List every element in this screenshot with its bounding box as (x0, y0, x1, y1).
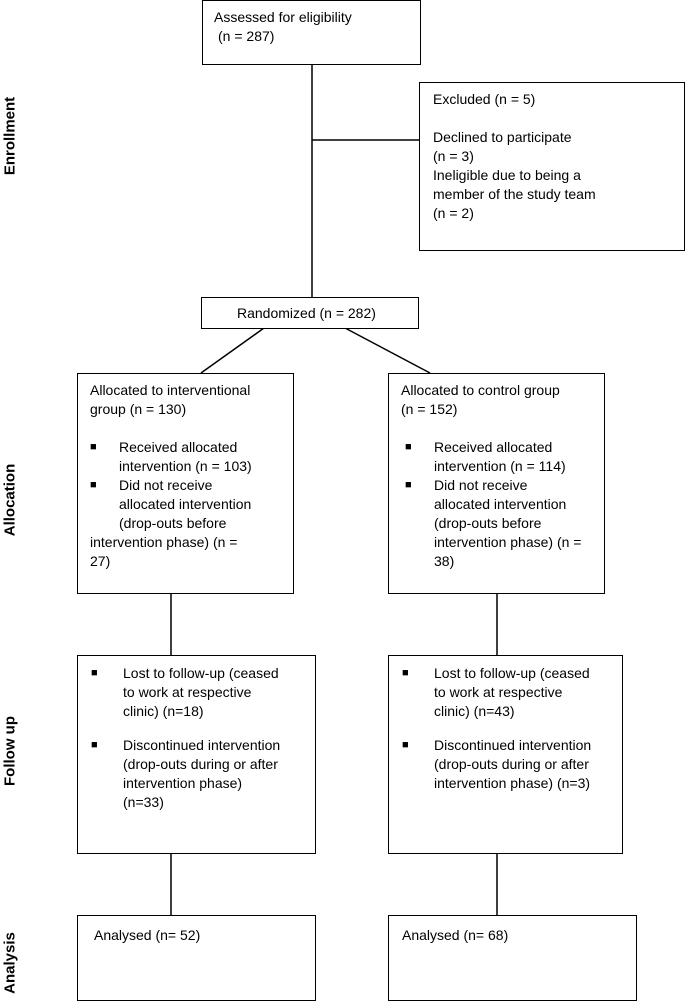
intervention-followup-list: ■ Lost to follow-up (ceased to work at r… (91, 664, 315, 812)
control-not-received-line3: (drop-outs before (434, 515, 542, 531)
control-discontinued-item: ■ Discontinued intervention (drop-outs d… (402, 736, 622, 793)
intervention-lost-item: ■ Lost to follow-up (ceased to work at r… (91, 664, 315, 721)
intervention-allocation-title-line2: group (n = 130) (90, 401, 187, 417)
excluded-ineligible-count: (n = 2) (433, 205, 474, 221)
intervention-allocation-list: ■ Received allocated intervention (n = 1… (90, 438, 293, 571)
control-not-received-line1: Did not receive (434, 477, 528, 493)
intervention-discontinued-line1: Discontinued intervention (123, 737, 281, 753)
intervention-allocation-title-line1: Allocated to interventional (90, 382, 251, 398)
control-not-received-line4: intervention phase) (n = (434, 534, 582, 550)
bullet-icon: ■ (91, 667, 98, 679)
control-allocation-title-line2: (n = 152) (401, 401, 458, 417)
intervention-followup-box: ■ Lost to follow-up (ceased to work at r… (77, 655, 316, 854)
intervention-lost-line2: to work at respective (123, 684, 252, 700)
control-lost-line3: clinic) (n=43) (434, 703, 515, 719)
control-discontinued-line3: intervention phase) (n=3) (434, 775, 591, 791)
intervention-not-received-line1: Did not receive (119, 477, 213, 493)
phase-label-follow-up: Follow up (1, 716, 19, 786)
intervention-discontinued-line3: intervention phase) (123, 775, 243, 791)
control-followup-box: ■ Lost to follow-up (ceased to work at r… (388, 655, 623, 854)
assessed-box: Assessed for eligibility (n = 287) (202, 0, 421, 65)
control-received-line1: Received allocated (434, 439, 553, 455)
connector-randomized-intervention (200, 327, 265, 374)
excluded-ineligible-line2: member of the study team (433, 186, 596, 202)
bullet-icon: ■ (90, 479, 97, 491)
excluded-box: Excluded (n = 5) Declined to participate… (419, 82, 685, 251)
control-lost-item: ■ Lost to follow-up (ceased to work at r… (402, 664, 622, 721)
control-allocation-list: ■ Received allocated intervention (n = 1… (401, 438, 604, 571)
bullet-icon: ■ (405, 479, 412, 491)
control-received-item: ■ Received allocated intervention (n = 1… (405, 438, 604, 476)
excluded-title: Excluded (n = 5) (433, 91, 536, 107)
bullet-icon: ■ (405, 441, 412, 453)
control-not-received-line5: 38) (434, 553, 455, 569)
control-lost-line2: to work at respective (434, 684, 563, 700)
control-discontinued-line2: (drop-outs during or after (434, 756, 589, 772)
bullet-icon: ■ (402, 667, 409, 679)
bullet-icon: ■ (402, 739, 409, 751)
connector-randomized-control (344, 327, 431, 374)
intervention-allocation-box: Allocated to interventional group (n = 1… (77, 373, 294, 594)
phase-label-allocation: Allocation (1, 463, 19, 537)
intervention-not-received-line4: intervention phase) (n = (90, 534, 238, 550)
control-analysis-box: Analysed (n= 68) (388, 915, 637, 1001)
phase-label-enrollment: Enrollment (1, 96, 19, 176)
intervention-discontinued-line4: (n=33) (123, 794, 164, 810)
intervention-not-received-item: ■ Did not receive allocated intervention… (90, 476, 293, 571)
excluded-declined-count: (n = 3) (433, 148, 474, 164)
assessed-count: (n = 287) (218, 28, 275, 44)
control-received-line2: intervention (n = 114) (434, 458, 566, 474)
control-lost-line1: Lost to follow-up (ceased (434, 665, 590, 681)
assessed-line1: Assessed for eligibility (214, 9, 352, 25)
excluded-declined: Declined to participate (433, 129, 572, 145)
control-not-received-item: ■ Did not receive allocated intervention… (405, 476, 604, 571)
intervention-analysis-box: Analysed (n= 52) (77, 915, 316, 1001)
control-discontinued-line1: Discontinued intervention (434, 737, 592, 753)
randomized-box: Randomized (n = 282) (201, 297, 419, 329)
control-allocation-box: Allocated to control group (n = 152) ■ R… (388, 373, 605, 594)
intervention-received-item: ■ Received allocated intervention (n = 1… (90, 438, 293, 476)
intervention-discontinued-item: ■ Discontinued intervention (drop-outs d… (91, 736, 315, 812)
bullet-icon: ■ (90, 441, 97, 453)
intervention-discontinued-line2: (drop-outs during or after (123, 756, 278, 772)
intervention-analysed-label: Analysed (n= 52) (94, 927, 201, 943)
bullet-icon: ■ (91, 739, 98, 751)
intervention-not-received-line5: 27) (90, 553, 111, 569)
control-followup-list: ■ Lost to follow-up (ceased to work at r… (402, 664, 622, 793)
intervention-lost-line3: clinic) (n=18) (123, 703, 204, 719)
phase-label-analysis: Analysis (1, 932, 19, 994)
intervention-received-line1: Received allocated (119, 439, 238, 455)
control-analysed-label: Analysed (n= 68) (402, 927, 509, 943)
randomized-label: Randomized (n = 282) (237, 305, 376, 321)
excluded-ineligible-line1: Ineligible due to being a (433, 167, 581, 183)
intervention-not-received-line2: allocated intervention (119, 496, 252, 512)
control-allocation-title-line1: Allocated to control group (401, 382, 560, 398)
intervention-received-line2: intervention (n = 103) (119, 458, 252, 474)
intervention-not-received-line3: (drop-outs before (119, 515, 227, 531)
control-not-received-line2: allocated intervention (434, 496, 567, 512)
intervention-lost-line1: Lost to follow-up (ceased (123, 665, 279, 681)
